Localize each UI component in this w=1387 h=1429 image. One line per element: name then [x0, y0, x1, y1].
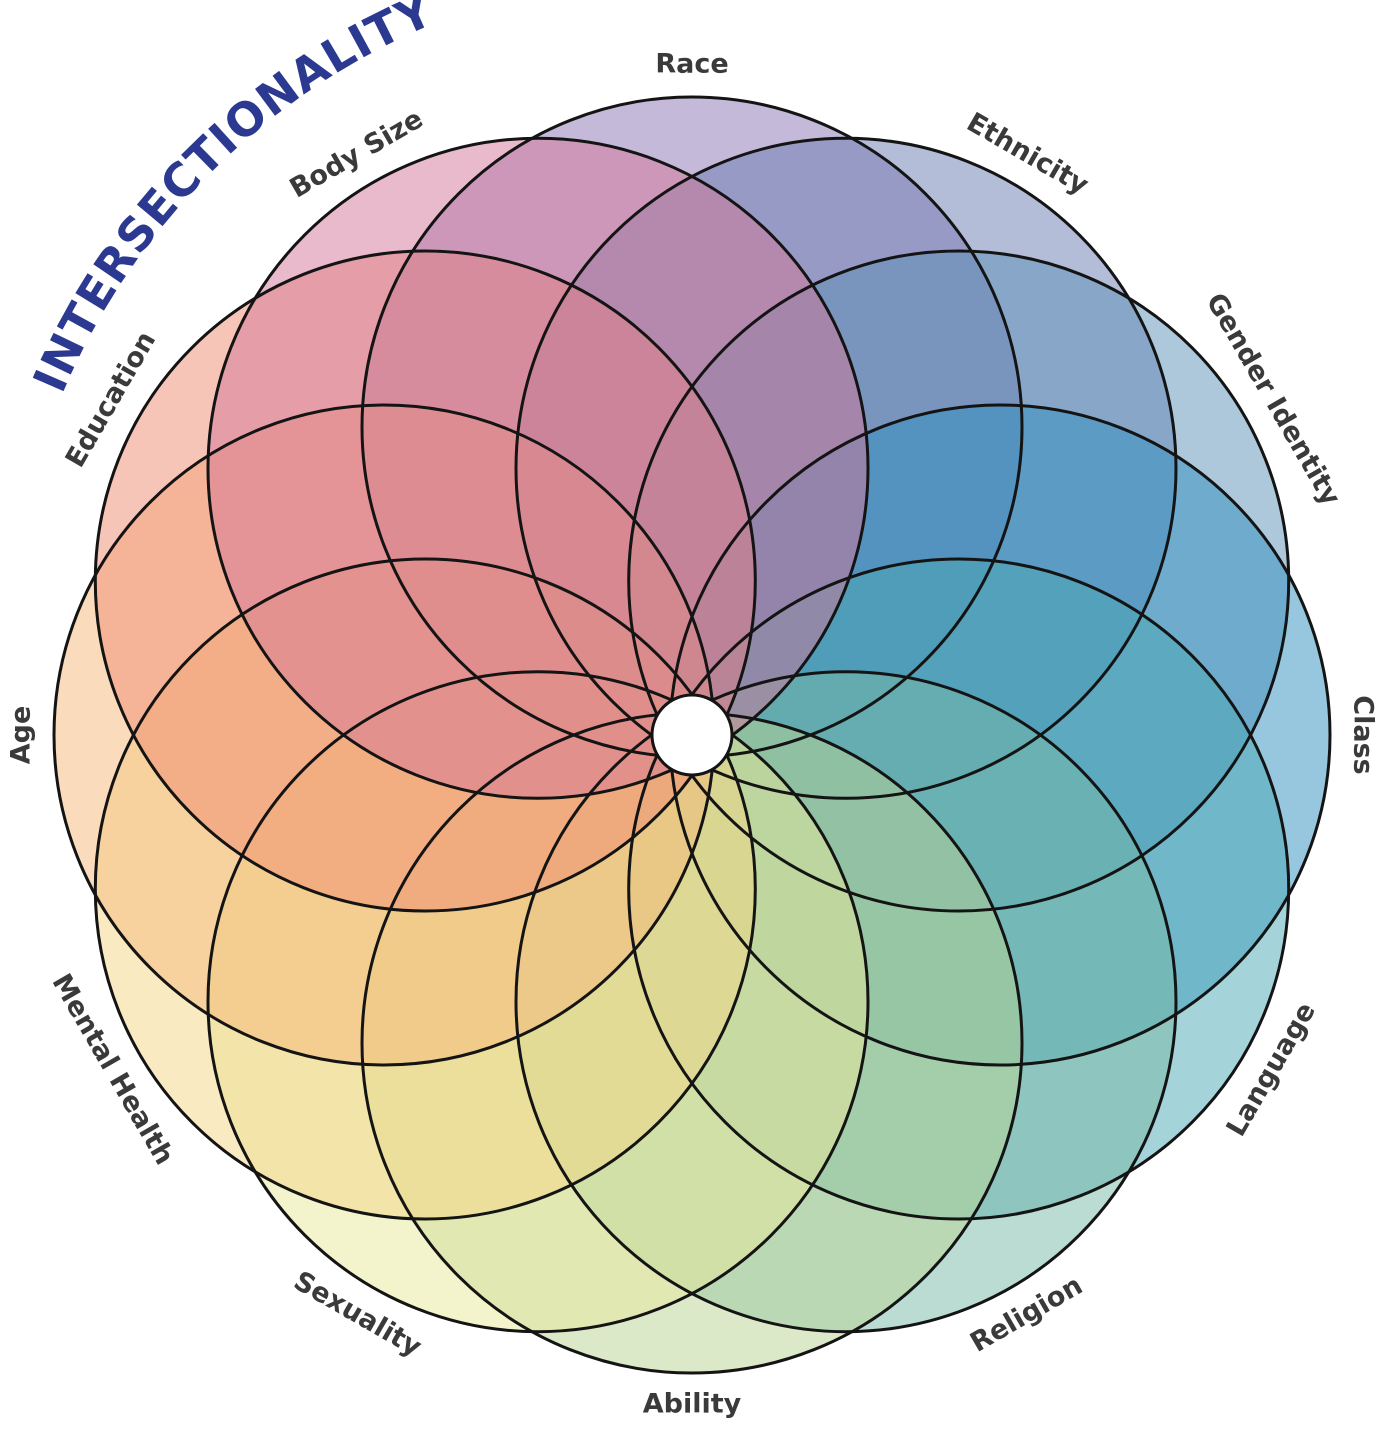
circle-outline-body-size: [206, 136, 870, 800]
circle-outline-education: [93, 249, 757, 913]
circle-outline-language: [627, 557, 1291, 1221]
center-hub: [650, 693, 734, 777]
label-race: Race: [655, 49, 728, 80]
circle-outline-sexuality: [206, 670, 870, 1334]
label-class: Class: [1348, 695, 1379, 774]
circle-outline-gender-identity: [627, 249, 1291, 913]
circle-outline-ethnicity: [514, 136, 1178, 800]
label-ability: Ability: [643, 1389, 742, 1420]
overlapping-circles: [54, 97, 1330, 1373]
circle-outline-mental-health: [93, 557, 757, 1221]
label-age: Age: [6, 706, 37, 765]
circle-outline-religion: [514, 670, 1178, 1334]
circle-body-size: [208, 138, 868, 799]
